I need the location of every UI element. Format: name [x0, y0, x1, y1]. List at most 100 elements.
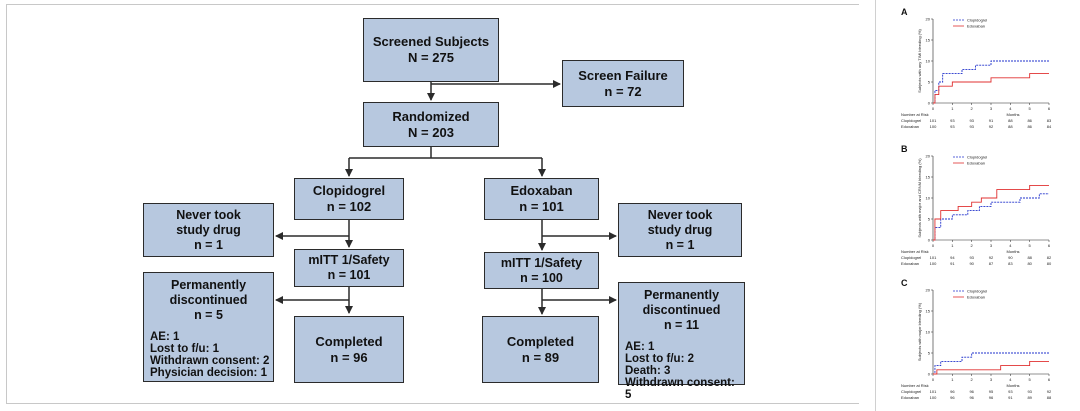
risk-value: 92: [989, 124, 994, 129]
y-tick-label: 10: [926, 196, 931, 201]
y-tick-label: 0: [928, 238, 931, 243]
y-tick-label: 15: [926, 309, 931, 314]
x-tick-label: 4: [1009, 106, 1012, 111]
y-tick-label: 5: [928, 80, 931, 85]
discontinued-right-box: Permanently discontinued n = 11 AE: 1 Lo…: [618, 282, 745, 401]
risk-value: 94: [950, 255, 955, 260]
risk-value: 96: [950, 395, 955, 400]
risk-value: 101: [930, 255, 937, 260]
y-tick-label: 0: [928, 372, 931, 377]
never-right-line1: Never took: [647, 207, 713, 222]
disc-right-details: AE: 1 Lost to f/u: 2 Death: 3 Withdrawn …: [619, 341, 744, 401]
risk-value: 96: [989, 395, 994, 400]
disc-right-count: n = 11: [663, 318, 700, 332]
x-axis-label: Months: [1006, 383, 1019, 388]
risk-value: 93: [950, 124, 955, 129]
disc-left-line2: discontinued: [169, 293, 248, 307]
disc-right-detail: Lost to f/u: 2: [625, 353, 694, 365]
risk-row-name: Edoxaban: [901, 261, 919, 266]
disc-right-line1: Permanently: [643, 288, 720, 302]
risk-value: 83: [1047, 118, 1052, 123]
risk-value: 91: [989, 118, 994, 123]
risk-table-title: Number at Risk: [901, 383, 929, 388]
edoxaban-label: Edoxaban: [510, 183, 573, 198]
disc-left-detail: Physician decision: 1: [150, 367, 267, 379]
never-left-line1: Never took: [176, 207, 241, 222]
risk-value: 88: [1008, 118, 1013, 123]
series-clopidogrel: [933, 193, 1049, 241]
risk-table-title: Number at Risk: [901, 249, 929, 254]
mitt-safety-right-box: mITT 1/Safety n = 100: [484, 252, 599, 289]
y-tick-label: 5: [928, 217, 931, 222]
risk-value: 93: [1008, 389, 1013, 394]
legend-label: Edoxaban: [967, 24, 985, 29]
never-took-drug-right-box: Never took study drug n = 1: [618, 203, 742, 257]
risk-value: 80: [1047, 261, 1052, 266]
x-tick-label: 4: [1009, 377, 1012, 382]
legend-label: Clopidogrel: [967, 18, 987, 23]
mitt-safety-left-box: mITT 1/Safety n = 101: [294, 249, 404, 287]
x-tick-label: 4: [1009, 243, 1012, 248]
completed-right-count: n = 89: [521, 349, 560, 365]
legend-label: Clopidogrel: [967, 289, 987, 294]
x-tick-label: 2: [971, 243, 974, 248]
risk-value: 88: [1008, 124, 1013, 129]
flowchart-frame: [6, 4, 859, 404]
risk-value: 84: [1047, 124, 1052, 129]
risk-value: 89: [1027, 395, 1032, 400]
x-tick-label: 6: [1048, 106, 1051, 111]
risk-value: 100: [930, 124, 937, 129]
y-tick-label: 10: [926, 59, 931, 64]
risk-value: 83: [1008, 261, 1013, 266]
discontinued-left-box: Permanently discontinued n = 5 AE: 1 Los…: [143, 272, 274, 382]
y-tick-label: 0: [928, 101, 931, 106]
risk-value: 101: [930, 389, 937, 394]
randomized-count: N = 203: [408, 124, 454, 140]
risk-row-name: Edoxaban: [901, 395, 919, 400]
y-tick-label: 10: [926, 330, 931, 335]
risk-value: 88: [1027, 255, 1032, 260]
disc-right-detail: Death: 3: [625, 365, 671, 377]
disc-left-line1: Permanently: [170, 278, 247, 292]
clopidogrel-label: Clopidogrel: [312, 183, 386, 198]
series-edoxaban: [933, 184, 1049, 241]
series-edoxaban: [933, 73, 1049, 104]
risk-value: 100: [930, 395, 937, 400]
clopidogrel-box: Clopidogrel n = 102: [294, 178, 404, 220]
never-right-count: n = 1: [665, 237, 695, 252]
x-tick-label: 5: [1029, 377, 1032, 382]
screened-label: Screened Subjects: [372, 34, 490, 49]
risk-value: 86: [1027, 118, 1032, 123]
risk-value: 96: [969, 395, 974, 400]
panel-letter-C: C: [901, 278, 908, 288]
x-tick-label: 6: [1048, 243, 1051, 248]
x-tick-label: 6: [1048, 377, 1051, 382]
x-axis-label: Months: [1006, 249, 1019, 254]
risk-value: 93: [1027, 389, 1032, 394]
disc-left-detail: Withdrawn consent: 2: [150, 355, 270, 367]
risk-value: 93: [969, 124, 974, 129]
screen-failure-box: Screen Failure n = 72: [562, 60, 684, 107]
disc-left-detail: AE: 1: [150, 331, 180, 343]
panel-letter-B: B: [901, 144, 908, 154]
x-tick-label: 1: [951, 106, 954, 111]
y-tick-label: 15: [926, 175, 931, 180]
never-left-line2: study drug: [176, 222, 241, 237]
edoxaban-count: n = 101: [519, 199, 564, 214]
risk-value: 96: [950, 389, 955, 394]
screen-failure-count: n = 72: [604, 83, 642, 99]
risk-value: 87: [989, 261, 994, 266]
x-tick-label: 2: [971, 377, 974, 382]
x-tick-label: 3: [990, 243, 993, 248]
never-left-count: n = 1: [194, 237, 223, 252]
disc-left-count: n = 5: [194, 308, 223, 322]
disc-left-details: AE: 1 Lost to f/u: 1 Withdrawn consent: …: [144, 331, 273, 379]
risk-value: 82: [1047, 255, 1052, 260]
x-axis-label: Months: [1006, 112, 1019, 117]
never-took-drug-left-box: Never took study drug n = 1: [143, 203, 274, 257]
x-tick-label: 3: [990, 377, 993, 382]
disc-right-detail: AE: 1: [625, 341, 655, 353]
x-tick-label: 1: [951, 243, 954, 248]
x-tick-label: 0: [932, 106, 935, 111]
